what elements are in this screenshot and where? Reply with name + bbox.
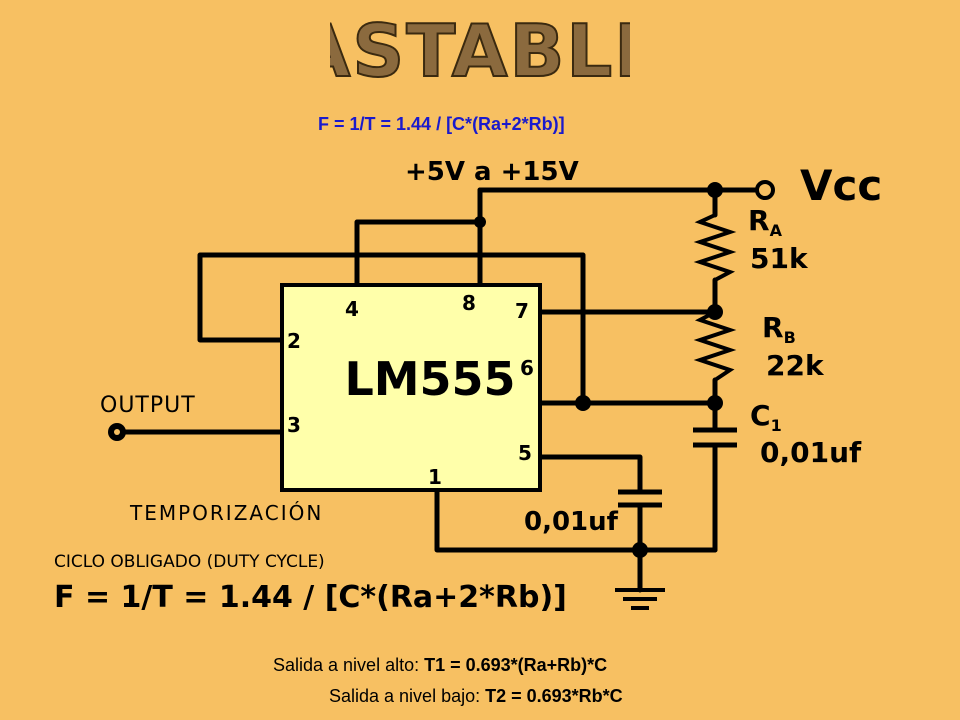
timing-label: TEMPORIZACIÓN — [129, 501, 323, 525]
capacitor-c1 — [693, 427, 737, 448]
title-text: ASTABLE — [330, 10, 630, 90]
footer-low-formula: T2 = 0.693*Rb*C — [485, 686, 623, 706]
footer-low-label: Salida a nivel bajo: — [329, 686, 486, 706]
junction-dot — [707, 395, 723, 411]
c1-subscript: 1 — [771, 416, 782, 435]
ground-symbol — [615, 588, 665, 610]
svg-text:RA: RA — [748, 204, 783, 240]
junction-dot — [707, 304, 723, 320]
junction-dot — [474, 216, 486, 228]
wire-pin1 — [434, 487, 718, 553]
pin-6: 6 — [520, 356, 534, 380]
rb-subscript: B — [784, 328, 796, 347]
pin-2: 2 — [287, 329, 301, 353]
output-label: OUTPUT — [100, 393, 196, 418]
pin-4: 4 — [345, 297, 359, 321]
wire-trigger-loop — [197, 252, 586, 403]
c1-value: 0,01uf — [760, 436, 862, 469]
formula-bottom: F = 1/T = 1.44 / [C*(Ra+2*Rb)] — [54, 580, 567, 615]
wire-pin4 — [354, 219, 483, 293]
resistor-rb — [693, 310, 737, 382]
capacitor-control — [618, 489, 662, 508]
footer-low-line: Salida a nivel bajo: T2 = 0.693*Rb*C — [329, 686, 623, 707]
footer-high-formula: T1 = 0.693*(Ra+Rb)*C — [424, 655, 608, 675]
title-graphic: ASTABLE — [330, 10, 630, 90]
ra-subscript: A — [770, 221, 783, 240]
vcc-label: Vcc — [800, 161, 882, 210]
formula-top: F = 1/T = 1.44 / [C*(Ra+2*Rb)] — [318, 114, 565, 134]
junctions — [474, 182, 723, 558]
pin-1: 1 — [428, 465, 442, 489]
ra-value: 51k — [750, 242, 809, 275]
vcc-terminal — [755, 180, 775, 200]
junction-dot — [707, 182, 723, 198]
c2-value: 0,01uf — [524, 507, 619, 537]
junction-dot — [575, 395, 591, 411]
lm555-chip — [280, 283, 542, 492]
svg-text:RB: RB — [762, 311, 796, 347]
supply-label: +5V a +15V — [405, 157, 579, 187]
circuit-diagram: LM555 4 8 7 2 6 3 5 1 +5V a +15V Vcc RA … — [54, 157, 882, 615]
pin-8: 8 — [462, 291, 476, 315]
rb-label: R — [762, 311, 784, 344]
chip-label: LM555 — [344, 352, 515, 406]
rb-value: 22k — [766, 349, 825, 382]
pin-3: 3 — [287, 413, 301, 437]
footer-high-line: Salida a nivel alto: T1 = 0.693*(Ra+Rb)*… — [273, 655, 607, 676]
junction-dot — [632, 542, 648, 558]
duty-label: CICLO OBLIGADO (DUTY CYCLE) — [54, 552, 325, 572]
svg-text:C1: C1 — [750, 399, 782, 435]
footer-high-label: Salida a nivel alto: — [273, 655, 425, 675]
wire-pin5 — [537, 454, 643, 495]
c1-label: C — [750, 399, 771, 432]
pin-7: 7 — [515, 299, 529, 323]
ra-label: R — [748, 204, 770, 237]
pin-5: 5 — [518, 441, 532, 465]
resistor-ra — [693, 213, 737, 282]
